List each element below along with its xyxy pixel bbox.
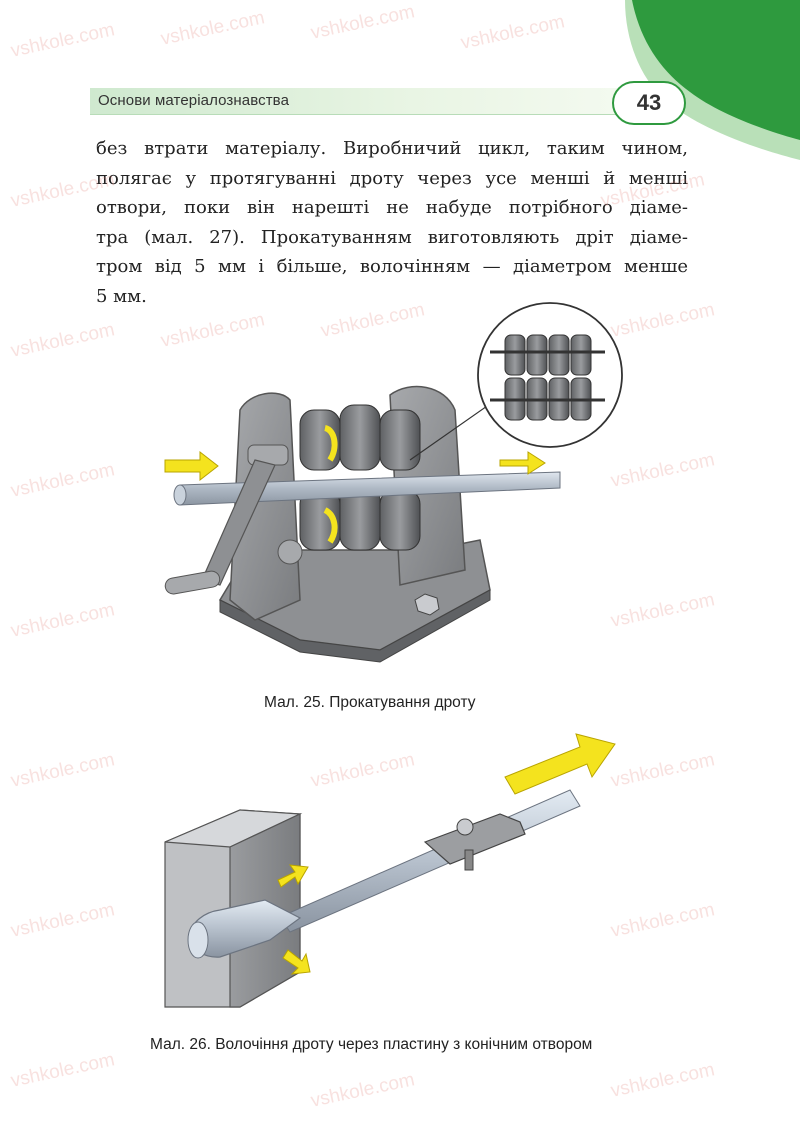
watermark: vshkole.com — [8, 599, 117, 642]
text-line: тра (мал. 27). Прокатуванням виготовляют… — [96, 226, 688, 248]
watermark: vshkole.com — [458, 11, 567, 54]
text-line: 5 мм. — [96, 285, 147, 307]
watermark: vshkole.com — [8, 319, 117, 362]
watermark: vshkole.com — [8, 1049, 117, 1092]
watermark: vshkole.com — [158, 7, 267, 50]
text-line: полягає у протягуванні дроту через усе м… — [96, 167, 688, 189]
section-title: Основи матеріалознавства — [98, 92, 290, 109]
figure-26-caption: Мал. 26. Волочіння дроту через пластину … — [150, 1036, 593, 1053]
watermark: vshkole.com — [308, 1069, 417, 1112]
watermark: vshkole.com — [8, 749, 117, 792]
figure-25-caption: Мал. 25. Прокатування дроту — [264, 694, 476, 711]
watermark: vshkole.com — [608, 1059, 717, 1102]
watermark: vshkole.com — [308, 1, 417, 44]
text-line: без втрати матеріалу. Виробничий цикл, т… — [96, 138, 688, 159]
watermark: vshkole.com — [8, 19, 117, 62]
text-line: отвори, поки він нарешті не набуде потрі… — [96, 197, 688, 218]
running-header: Основи матеріалознавства — [90, 88, 630, 115]
text-line: тром від 5 мм і більше, волочінням — діа… — [96, 256, 688, 277]
page-number-badge: 43 — [612, 81, 686, 125]
watermark: vshkole.com — [8, 459, 117, 502]
rolling-mill-illustration — [164, 302, 623, 663]
wire-drawing-illustration — [164, 733, 616, 1008]
body-paragraph: без втрати матеріалу. Виробничий цикл, т… — [96, 134, 688, 311]
watermark: vshkole.com — [8, 899, 117, 942]
page-number: 43 — [636, 90, 662, 115]
